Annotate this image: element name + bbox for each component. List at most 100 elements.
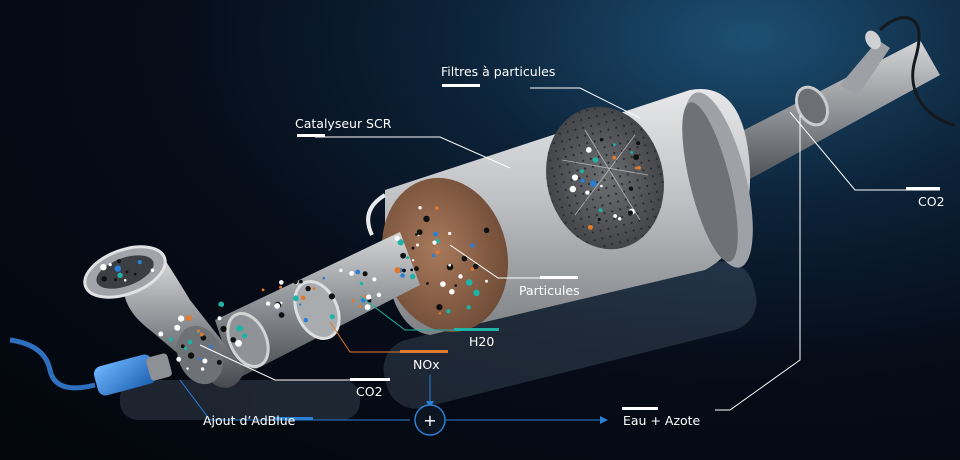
particle [402, 268, 406, 273]
turbo-elbow [83, 245, 245, 388]
particle [216, 359, 222, 365]
particle [461, 255, 468, 262]
particle [400, 273, 405, 278]
particle [125, 270, 129, 274]
particle [465, 279, 473, 286]
particle [618, 217, 622, 221]
line-filtres [530, 87, 641, 119]
particle [114, 265, 122, 272]
particle [168, 337, 173, 342]
particle [579, 169, 584, 174]
particle [438, 312, 442, 315]
particle [400, 252, 406, 259]
particle [364, 304, 371, 311]
particle [473, 289, 480, 296]
particle [454, 284, 458, 287]
particle [394, 235, 400, 241]
particle [279, 280, 284, 285]
particle [440, 281, 446, 287]
particle [178, 315, 185, 322]
particle [280, 301, 283, 304]
particle [186, 367, 189, 370]
particle [612, 155, 617, 160]
particle [633, 154, 639, 161]
particle [628, 210, 633, 216]
particle [466, 305, 471, 310]
particle [117, 272, 123, 278]
particle [416, 243, 419, 247]
particle [426, 282, 429, 285]
particle [585, 147, 592, 153]
particle [187, 352, 195, 359]
particle [585, 190, 590, 195]
particle [571, 174, 579, 181]
particle [448, 263, 452, 267]
particle [235, 339, 242, 347]
particle [416, 229, 423, 236]
particle [409, 273, 416, 280]
particle [303, 317, 308, 323]
particle [133, 272, 137, 276]
particle [446, 309, 451, 314]
particle [598, 208, 603, 213]
particle [432, 240, 437, 245]
label-catalyseur: Catalyseur SCR [295, 116, 392, 131]
particle [209, 344, 213, 349]
particle [436, 304, 443, 311]
particle [185, 315, 192, 322]
particle [372, 277, 377, 282]
particle [117, 259, 121, 264]
label-adblue: Ajout d’AdBlue [203, 413, 296, 428]
particle [414, 266, 419, 272]
floor-reflection [120, 261, 757, 420]
particle [241, 333, 248, 339]
particle [597, 218, 601, 221]
particle [458, 274, 463, 279]
particle [376, 292, 382, 298]
particle [329, 314, 335, 320]
particle [411, 259, 415, 262]
line-eau-to-tail [715, 115, 801, 411]
adblue-injector [9, 337, 172, 396]
particle [349, 271, 354, 276]
particle [431, 253, 436, 258]
particle [292, 295, 299, 302]
particle [187, 339, 193, 345]
particle [218, 301, 225, 308]
particle [418, 206, 422, 210]
particle [406, 256, 410, 260]
particle [261, 288, 265, 292]
label-nox: NOx [413, 357, 440, 372]
particle [274, 303, 281, 309]
particle [600, 184, 603, 188]
particle [322, 276, 326, 280]
inlet-pipe [215, 232, 420, 380]
particle [599, 138, 604, 142]
particle [265, 301, 271, 306]
tailpipe [705, 16, 956, 190]
particle [328, 293, 335, 300]
particle [180, 344, 185, 349]
label-eau-azote: Eau + Azote [623, 413, 701, 428]
particle-filter-core [546, 106, 664, 250]
particle [473, 263, 479, 270]
label-filtres: Filtres à particules [441, 64, 555, 79]
particle [630, 151, 634, 154]
particle [590, 180, 597, 187]
particle [435, 206, 439, 210]
particle [366, 294, 372, 300]
particle [200, 335, 207, 341]
gas-particles [100, 138, 641, 371]
particle [628, 186, 634, 191]
particle [240, 326, 244, 331]
particle [293, 279, 298, 285]
particle [158, 331, 164, 337]
plus-symbol: + [423, 411, 436, 430]
particle [580, 178, 585, 183]
particle [150, 268, 155, 273]
particle [359, 304, 362, 308]
particle [569, 185, 576, 193]
particle [613, 214, 617, 218]
particle [394, 267, 401, 274]
